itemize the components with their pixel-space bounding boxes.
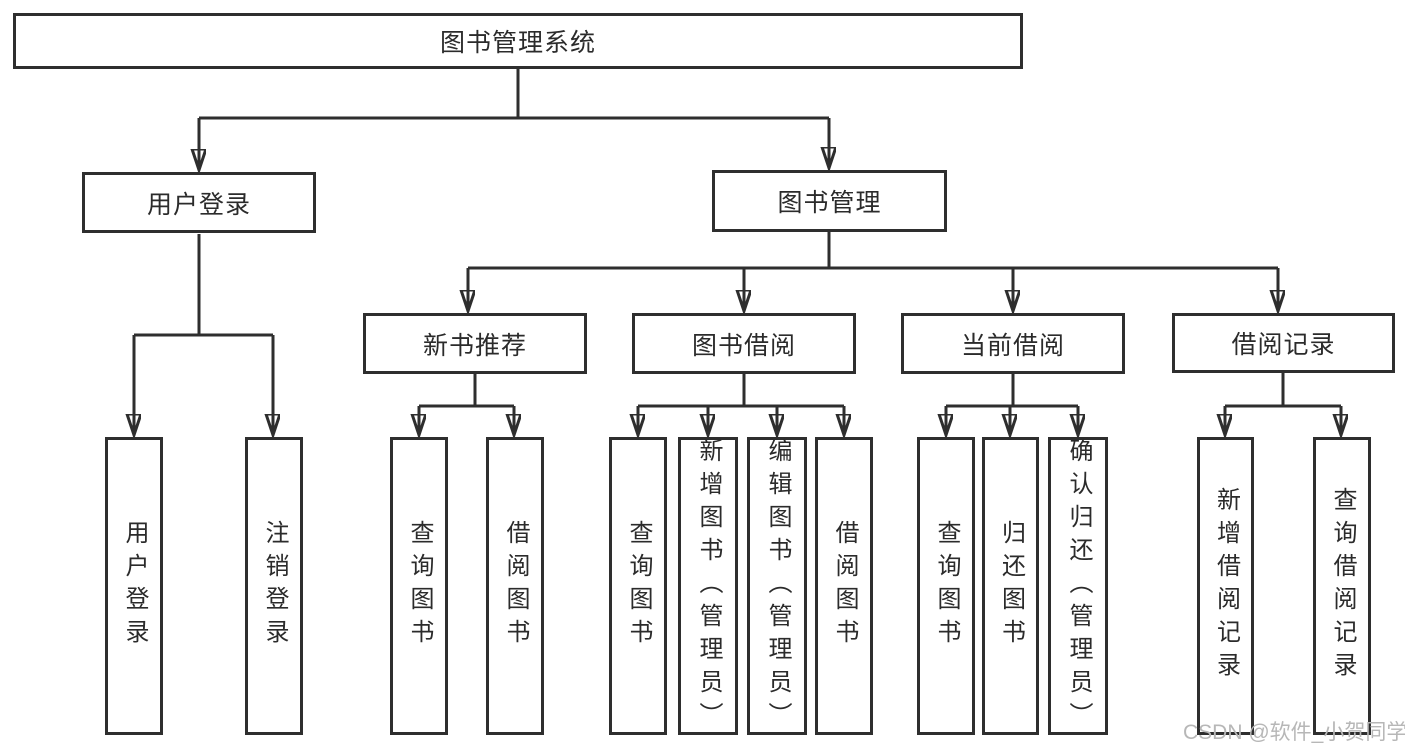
leaf-user-login: 用户登录 <box>105 437 163 735</box>
leaf-logout-label: 注销登录 <box>261 520 288 652</box>
leaf-borrow-borrow-books: 借阅图书 <box>815 437 873 735</box>
leaf-recommend-borrow-books-label: 借阅图书 <box>502 520 529 652</box>
leaf-borrow-edit-books-label: 编辑图书（管理员） <box>764 437 791 735</box>
node-user-login-label: 用户登录 <box>146 190 251 219</box>
node-borrow-records-label: 借阅记录 <box>1231 331 1336 359</box>
leaf-current-return-books: 归还图书 <box>982 437 1039 735</box>
leaf-borrow-add-books: 新增图书（管理员） <box>678 437 738 735</box>
node-root: 图书管理系统 <box>13 13 1023 69</box>
leaf-borrow-borrow-books-label: 借阅图书 <box>831 520 858 652</box>
leaf-borrow-edit-books: 编辑图书（管理员） <box>747 437 807 735</box>
leaf-logout: 注销登录 <box>245 437 303 735</box>
node-book-mgmt-label: 图书管理 <box>777 189 882 217</box>
node-borrow-records: 借阅记录 <box>1172 313 1395 373</box>
node-root-label: 图书管理系统 <box>439 29 596 57</box>
leaf-recommend-query-books-label: 查询图书 <box>406 520 433 652</box>
node-book-borrow: 图书借阅 <box>632 313 856 374</box>
leaf-current-confirm-return-label: 确认归还（管理员） <box>1065 437 1092 735</box>
leaf-current-query-books: 查询图书 <box>917 437 975 735</box>
leaf-current-confirm-return: 确认归还（管理员） <box>1048 437 1108 735</box>
node-book-mgmt: 图书管理 <box>712 170 947 232</box>
leaf-current-return-books-label: 归还图书 <box>997 520 1025 652</box>
node-book-borrow-label: 图书借阅 <box>691 331 796 360</box>
node-current-borrow-label: 当前借阅 <box>960 331 1065 360</box>
leaf-recommend-borrow-books: 借阅图书 <box>486 437 544 735</box>
node-new-book-recommend: 新书推荐 <box>363 313 587 374</box>
leaf-recommend-query-books: 查询图书 <box>390 437 448 735</box>
leaf-record-add: 新增借阅记录 <box>1197 437 1254 735</box>
leaf-borrow-query-books: 查询图书 <box>609 437 667 735</box>
leaf-current-query-books-label: 查询图书 <box>933 520 960 652</box>
watermark: CSDN @软件_小贺同学 <box>1183 721 1405 744</box>
leaf-borrow-query-books-label: 查询图书 <box>625 520 652 652</box>
node-user-login: 用户登录 <box>82 172 316 233</box>
leaf-record-query: 查询借阅记录 <box>1313 437 1371 735</box>
leaf-record-query-label: 查询借阅记录 <box>1329 487 1356 685</box>
leaf-user-login-label: 用户登录 <box>121 520 148 652</box>
node-current-borrow: 当前借阅 <box>901 313 1125 374</box>
node-new-book-recommend-label: 新书推荐 <box>422 331 527 360</box>
leaf-record-add-label: 新增借阅记录 <box>1212 487 1240 685</box>
leaf-borrow-add-books-label: 新增图书（管理员） <box>695 437 722 735</box>
